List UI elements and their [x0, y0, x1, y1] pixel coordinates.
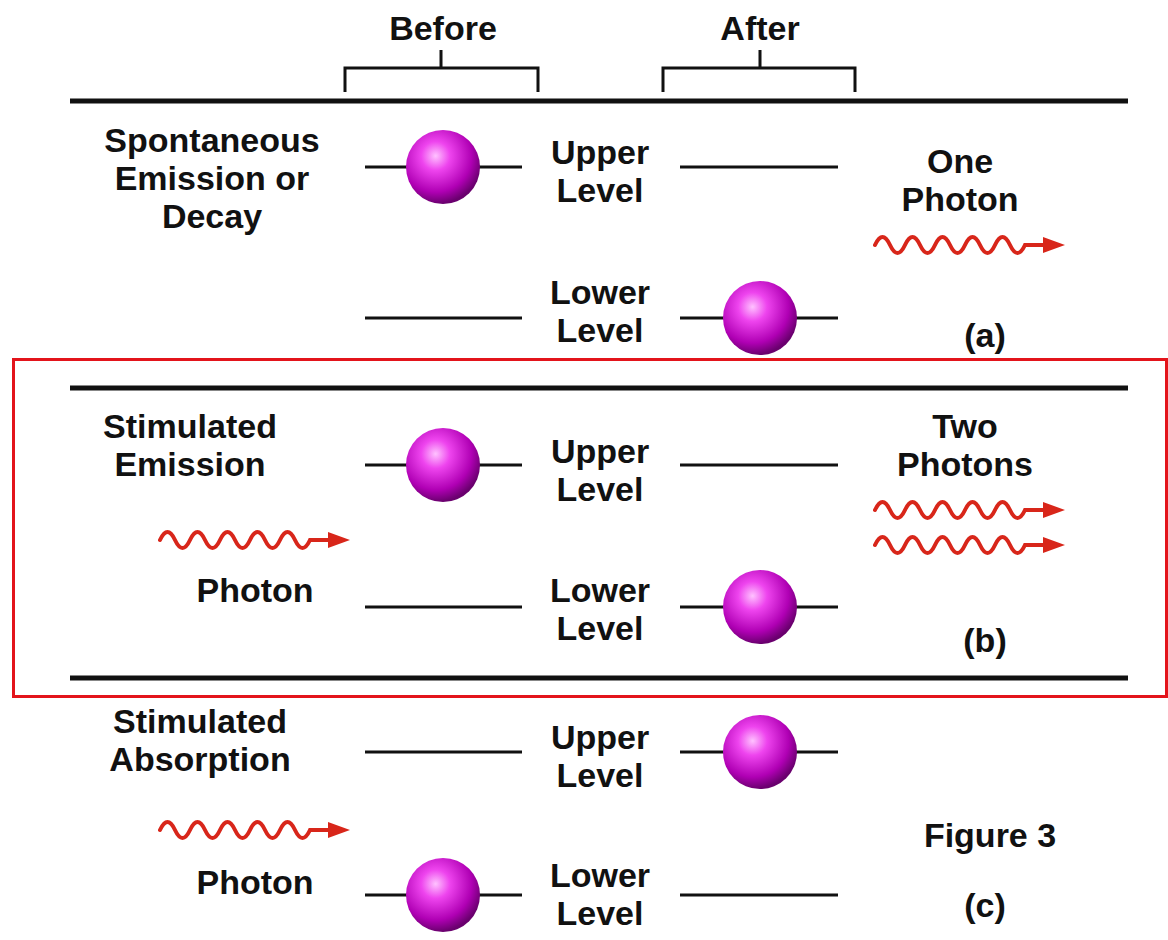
bracket	[663, 50, 855, 92]
highlight-outline	[14, 360, 1167, 697]
diagram-label: Before	[389, 9, 497, 47]
diagram-label: Lower Level	[533, 856, 668, 932]
energy-levels	[365, 167, 838, 895]
diagram-text: Lower Level	[533, 571, 668, 647]
diagram-label: Photon	[196, 863, 313, 901]
diagram-label: Upper Level	[533, 133, 668, 209]
diagram-label: One Photon	[875, 142, 1045, 218]
electron-ball	[406, 858, 480, 932]
diagram-label: (c)	[964, 886, 1006, 924]
photon-wave	[875, 502, 1065, 518]
diagram-text: Upper Level	[533, 432, 668, 508]
electron-ball	[723, 570, 797, 644]
bracket	[345, 50, 538, 92]
rule-line	[70, 676, 1128, 681]
diagram-label: Lower Level	[533, 273, 668, 349]
photon-wave	[875, 537, 1065, 553]
electron-ball	[406, 130, 480, 204]
photon-wave	[160, 822, 350, 838]
diagram-label: Stimulated Absorption	[100, 702, 300, 778]
electron-ball	[406, 428, 480, 502]
highlight-band: Stimulated Emission Upper Level Two Photon…	[12, 358, 1168, 698]
rule-line	[70, 386, 1128, 391]
diagram-text: Photon	[196, 571, 313, 609]
photon-wave	[875, 237, 1065, 253]
diagram-label: After	[720, 9, 799, 47]
diagram-text: (b)	[963, 621, 1006, 659]
photon-wave	[160, 532, 350, 548]
diagram-text: Stimulated Emission	[90, 407, 290, 483]
electron-ball	[723, 715, 797, 789]
electron-ball	[723, 281, 797, 355]
diagram-label: (a)	[964, 316, 1006, 354]
rule-line	[70, 99, 1128, 104]
diagram-label: Spontaneous Emission or Decay	[96, 121, 328, 235]
diagram-label: Upper Level	[533, 718, 668, 794]
diagram-text: Two Photons	[865, 407, 1065, 483]
diagram-label: Figure 3	[924, 816, 1056, 854]
